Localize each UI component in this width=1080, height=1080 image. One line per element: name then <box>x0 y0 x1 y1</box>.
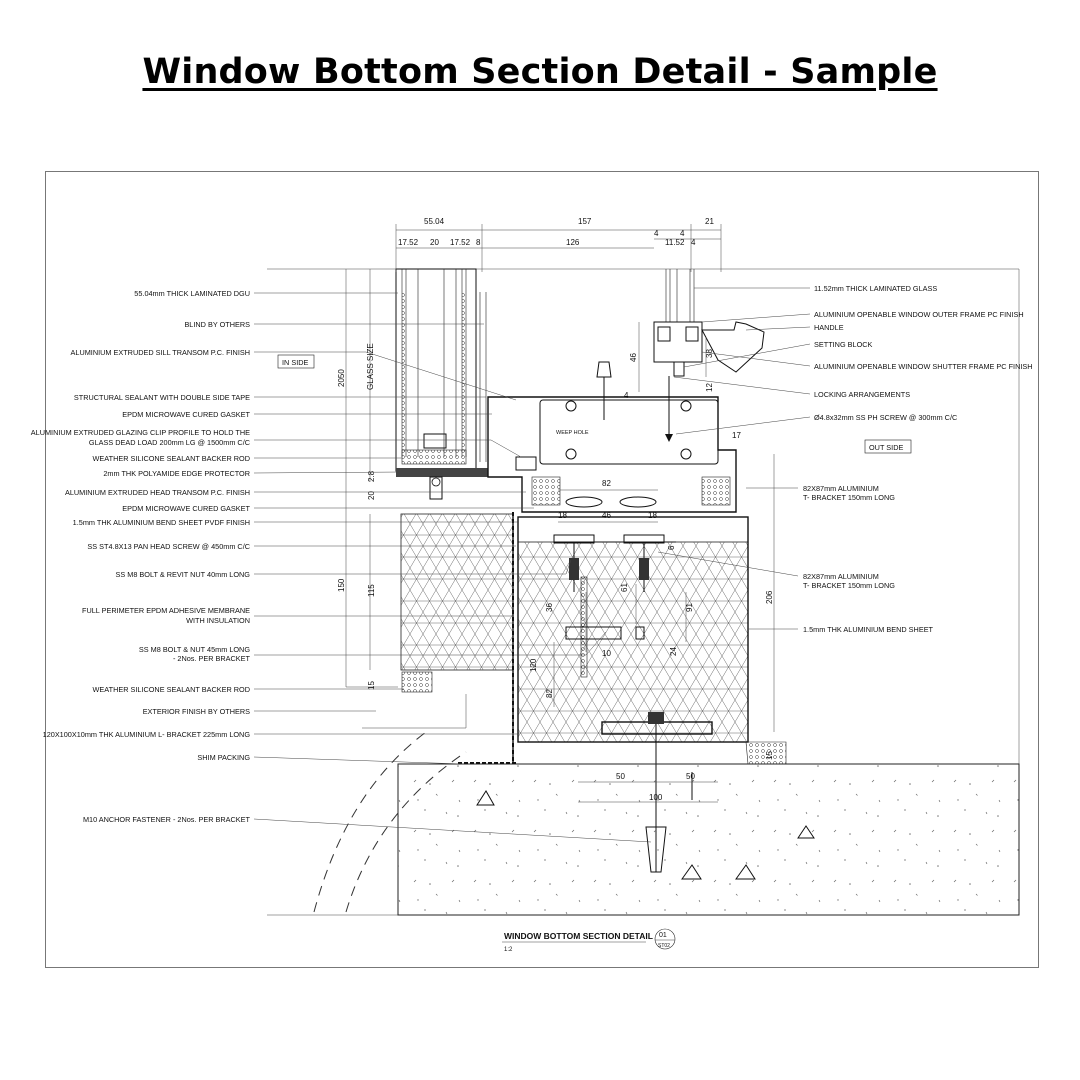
dim-150: 150 <box>337 578 346 592</box>
callout-t-bracket-2a: 82X87mm ALUMINIUM <box>803 572 879 581</box>
callout-l-bracket: 120X100X10mm THK ALUMINIUM L- BRACKET 22… <box>43 730 251 739</box>
callout-m8-bolt-nut-2: - 2Nos. PER BRACKET <box>173 654 251 663</box>
caption-number: 01 <box>659 932 667 939</box>
dim-20: 20 <box>430 238 439 247</box>
dim-4c: 4 <box>691 238 696 247</box>
callout-epdm-membrane-2: WITH INSULATION <box>186 616 250 625</box>
dim-8: 8 <box>476 238 481 247</box>
dim-82v: 82 <box>545 689 554 698</box>
dim-17b: 17.52 <box>450 238 471 247</box>
callout-exterior-finish: EXTERIOR FINISH BY OTHERS <box>143 707 250 716</box>
dim-28: 2.8 <box>367 470 376 482</box>
dim-4a: 4 <box>654 229 659 238</box>
callout-sill-transom: ALUMINIUM EXTRUDED SILL TRANSOM P.C. FIN… <box>71 348 250 357</box>
dim-38: 38 <box>705 349 714 358</box>
callout-shim: SHIM PACKING <box>197 753 250 762</box>
dim-61: 61 <box>620 583 629 592</box>
callout-laminated-glass: 11.52mm THICK LAMINATED GLASS <box>814 284 937 293</box>
caption-scale: 1:2 <box>504 947 513 953</box>
dim-36: 36 <box>545 603 554 612</box>
callout-blind: BLIND BY OTHERS <box>184 320 250 329</box>
callout-bend-sheet-pvdf: 1.5mm THK ALUMINIUM BEND SHEET PVDF FINI… <box>73 518 250 527</box>
sill-transom <box>487 396 737 513</box>
callout-epdm-gasket-1: EPDM MICROWAVE CURED GASKET <box>122 410 250 419</box>
callout-outer-frame: ALUMINIUM OPENABLE WINDOW OUTER FRAME PC… <box>814 310 1024 319</box>
dim-126: 126 <box>566 238 580 247</box>
callout-glazing-clip-2: GLASS DEAD LOAD 200mm LG @ 1500mm C/C <box>89 438 250 447</box>
callout-ph-screw: Ø4.8x32mm SS PH SCREW @ 300mm C/C <box>814 413 957 422</box>
dim-50b: 50 <box>686 772 695 781</box>
dim-18b: 18 <box>648 511 657 520</box>
callout-t-bracket-1b: T- BRACKET 150mm LONG <box>803 493 895 502</box>
dim-17: 17 <box>732 431 741 440</box>
dim-24: 24 <box>669 647 678 656</box>
dim-157: 157 <box>578 217 592 226</box>
dim-21: 21 <box>705 217 714 226</box>
caption-title: WINDOW BOTTOM SECTION DETAIL <box>504 931 653 941</box>
dim-15b: 15 <box>765 751 774 760</box>
concrete-slab <box>397 763 1020 916</box>
dim-glass-size: GLASS SIZE <box>366 343 375 390</box>
caption-sheet: ST02 <box>658 943 670 949</box>
openable-window <box>596 269 765 442</box>
dimensions <box>345 224 775 803</box>
dim-115: 115 <box>367 584 376 597</box>
dim-206: 206 <box>765 590 774 604</box>
dim-12: 12 <box>705 383 714 392</box>
inside-label: IN SIDE <box>282 358 308 367</box>
dim-55: 55.04 <box>424 217 445 226</box>
drawing-sheet: IN SIDE OUT SIDE WEEP HOLE <box>31 171 1039 968</box>
callout-epdm-gasket-2: EPDM MICROWAVE CURED GASKET <box>122 504 250 513</box>
outside-label: OUT SIDE <box>869 443 903 452</box>
drawing-caption: WINDOW BOTTOM SECTION DETAIL 1:2 01 ST02 <box>502 928 676 953</box>
dim-120: 120 <box>529 658 538 672</box>
left-callouts: 55.04mm THICK LAMINATED DGU BLIND BY OTH… <box>31 289 652 843</box>
dim-17a: 17.52 <box>398 238 419 247</box>
dim-4v: 4 <box>624 391 629 400</box>
callout-handle: HANDLE <box>814 323 844 332</box>
weep-hole-label: WEEP HOLE <box>556 430 589 436</box>
callout-t-bracket-1a: 82X87mm ALUMINIUM <box>803 484 879 493</box>
dim-46v: 46 <box>629 353 638 362</box>
right-callouts: 11.52mm THICK LAMINATED GLASS ALUMINIUM … <box>657 284 1033 634</box>
callout-bend-sheet: 1.5mm THK ALUMINIUM BEND SHEET <box>803 625 934 634</box>
page-title: Window Bottom Section Detail - Sample <box>142 52 938 92</box>
section-drawing: IN SIDE OUT SIDE WEEP HOLE <box>31 217 1033 953</box>
callout-setting-block: SETTING BLOCK <box>814 340 873 349</box>
callout-m8-bolt-nut-1: SS M8 BOLT & NUT 45mm LONG <box>139 645 250 654</box>
callout-dgu: 55.04mm THICK LAMINATED DGU <box>134 289 250 298</box>
callout-m8-bolt-revit: SS M8 BOLT & REVIT NUT 40mm LONG <box>116 570 251 579</box>
callout-shutter-frame: ALUMINIUM OPENABLE WINDOW SHUTTER FRAME … <box>814 362 1033 371</box>
callout-backer-rod-1: WEATHER SILICONE SEALANT BACKER ROD <box>93 454 250 463</box>
dim-91: 91 <box>685 603 694 612</box>
insulation <box>400 512 749 762</box>
dim-6: 6 <box>667 545 676 550</box>
callout-anchor: M10 ANCHOR FASTENER - 2Nos. PER BRACKET <box>83 815 251 824</box>
dim-100: 100 <box>649 793 663 802</box>
dgu-glass <box>395 268 488 500</box>
callout-edge-protector: 2mm THK POLYAMIDE EDGE PROTECTOR <box>103 469 250 478</box>
callout-head-transom: ALUMINIUM EXTRUDED HEAD TRANSOM P.C. FIN… <box>65 488 250 497</box>
callout-epdm-membrane-1: FULL PERIMETER EPDM ADHESIVE MEMBRANE <box>82 606 250 615</box>
dim-20v: 20 <box>367 491 376 500</box>
callout-structural-sealant: STRUCTURAL SEALANT WITH DOUBLE SIDE TAPE <box>74 393 250 402</box>
dim-4b: 4 <box>680 229 685 238</box>
callout-t-bracket-2b: T- BRACKET 150mm LONG <box>803 581 895 590</box>
dim-50a: 50 <box>616 772 625 781</box>
callout-pan-head-screw: SS ST4.8X13 PAN HEAD SCREW @ 450mm C/C <box>87 542 250 551</box>
callout-locking: LOCKING ARRANGEMENTS <box>814 390 910 399</box>
callout-glazing-clip-1: ALUMINIUM EXTRUDED GLAZING CLIP PROFILE … <box>31 428 250 437</box>
dim-46: 46 <box>602 511 611 520</box>
callout-backer-rod-2: WEATHER SILICONE SEALANT BACKER ROD <box>93 685 250 694</box>
dim-1152: 11.52 <box>665 238 685 247</box>
dim-82: 82 <box>602 479 611 488</box>
dim-2050: 2050 <box>337 369 346 387</box>
dim-10: 10 <box>602 649 611 658</box>
dim-18a: 18 <box>558 511 567 520</box>
dim-15a: 15 <box>367 681 376 690</box>
